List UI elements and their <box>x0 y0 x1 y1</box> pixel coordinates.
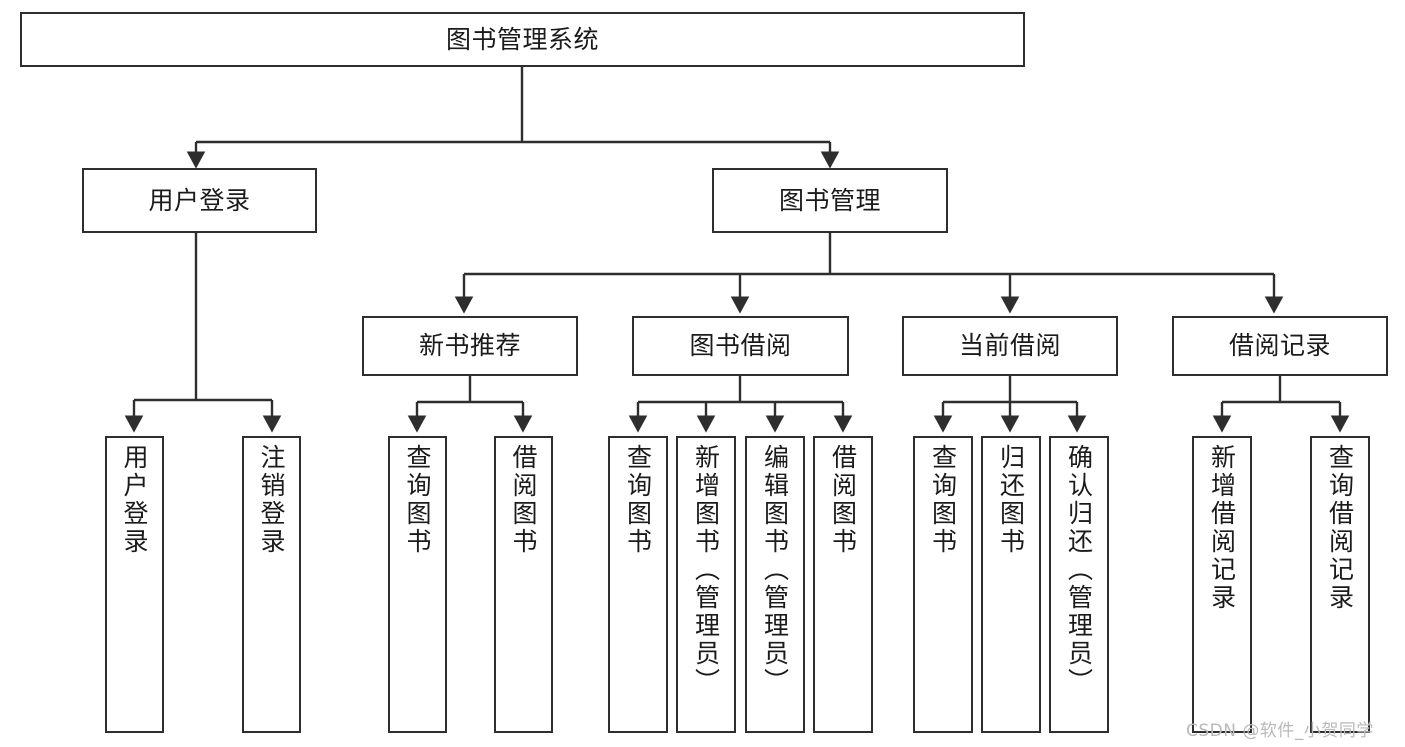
node-book-management[interactable]: 图书管理 <box>712 168 948 233</box>
leaf-logout[interactable]: 注销登录 <box>242 436 301 733</box>
leaf-query-borrowing-record[interactable]: 查询借阅记录 <box>1310 436 1370 733</box>
node-label: 借阅图书 <box>828 444 858 556</box>
node-label: 注销登录 <box>257 444 286 556</box>
node-label: 图书管理系统 <box>445 24 599 54</box>
leaf-return-book[interactable]: 归还图书 <box>981 436 1041 733</box>
leaf-borrow-book-borrowing[interactable]: 借阅图书 <box>813 436 873 733</box>
leaf-query-book-borrowing[interactable]: 查询图书 <box>608 436 668 733</box>
node-book-management-system[interactable]: 图书管理系统 <box>20 12 1025 67</box>
node-label: 图书借阅 <box>689 331 792 360</box>
node-user-login[interactable]: 用户登录 <box>82 168 317 233</box>
node-label: 查询图书 <box>403 444 432 556</box>
leaf-add-borrowing-record[interactable]: 新增借阅记录 <box>1192 436 1252 733</box>
node-label: 查询图书 <box>623 444 653 556</box>
node-label: 新书推荐 <box>418 331 521 360</box>
node-label: 查询借阅记录 <box>1325 444 1355 612</box>
leaf-query-book-current[interactable]: 查询图书 <box>913 436 973 733</box>
node-label: 新增借阅记录 <box>1207 444 1237 612</box>
node-new-book-recommendation[interactable]: 新书推荐 <box>362 316 578 376</box>
node-current-borrowing[interactable]: 当前借阅 <box>902 316 1118 376</box>
leaf-borrow-book-recommendation[interactable]: 借阅图书 <box>494 436 553 733</box>
node-label: 编辑图书（管理员） <box>760 444 790 696</box>
leaf-user-login[interactable]: 用户登录 <box>105 436 164 733</box>
leaf-query-book-recommendation[interactable]: 查询图书 <box>388 436 447 733</box>
node-label: 归还图书 <box>996 444 1026 556</box>
leaf-confirm-return-admin[interactable]: 确认归还（管理员） <box>1049 436 1109 733</box>
node-borrowing-records[interactable]: 借阅记录 <box>1172 316 1388 376</box>
node-label: 借阅记录 <box>1228 331 1331 360</box>
node-label: 新增图书（管理员） <box>691 444 721 696</box>
leaf-edit-book-admin[interactable]: 编辑图书（管理员） <box>745 436 805 733</box>
node-label: 用户登录 <box>148 185 251 215</box>
node-label: 当前借阅 <box>958 331 1061 360</box>
node-book-borrowing[interactable]: 图书借阅 <box>632 316 849 376</box>
node-label: 图书管理 <box>778 185 881 215</box>
node-label: 查询图书 <box>928 444 958 556</box>
csdn-watermark: CSDN @软件_小贺同学 <box>1186 721 1374 741</box>
node-label: 用户登录 <box>120 444 149 556</box>
node-label: 确认归还（管理员） <box>1064 444 1094 696</box>
leaf-add-book-admin[interactable]: 新增图书（管理员） <box>676 436 736 733</box>
node-label: 借阅图书 <box>509 444 538 556</box>
